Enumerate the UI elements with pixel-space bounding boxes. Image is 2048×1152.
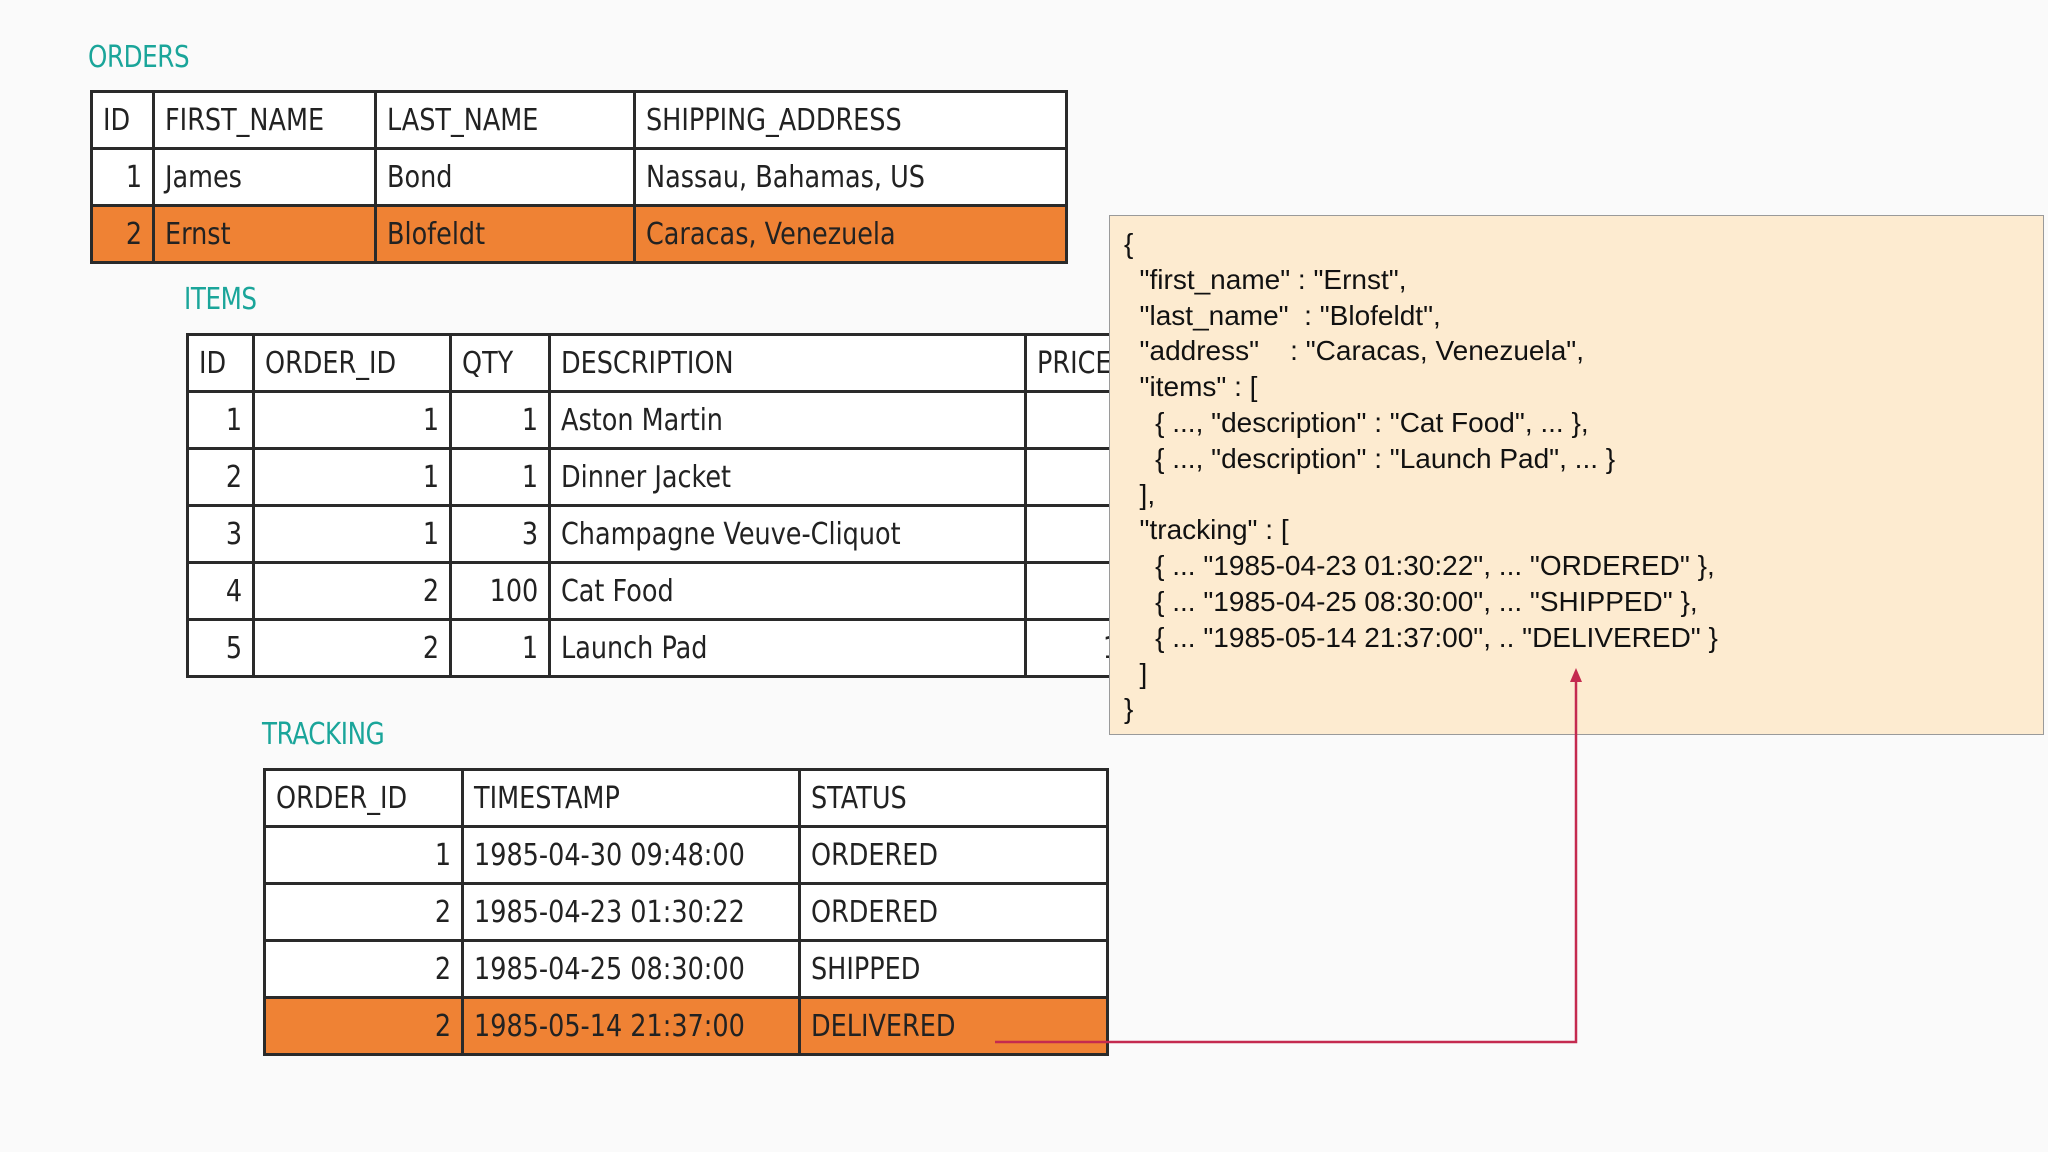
tracking-cell: ORDERED — [798, 882, 1109, 942]
items-cell: 1 — [252, 447, 452, 507]
tracking-cell: 1985-04-25 08:30:00 — [461, 939, 801, 999]
tracking-title: TRACKING — [262, 717, 385, 752]
items-cell: 1 — [252, 504, 452, 564]
json-line: } — [1124, 693, 1134, 725]
tracking-cell: ORDERED — [798, 825, 1109, 885]
items-cell: 3 — [449, 504, 551, 564]
orders-column-header: FIRST_NAME — [152, 90, 377, 150]
tracking-cell: 1985-04-23 01:30:22 — [461, 882, 801, 942]
items-cell: 2 — [252, 561, 452, 621]
items-cell: Champagne Veuve-Cliquot — [548, 504, 1027, 564]
items-cell: Launch Pad — [548, 618, 1027, 678]
items-cell: 1 — [449, 447, 551, 507]
items-cell: Dinner Jacket — [548, 447, 1027, 507]
tracking-cell: SHIPPED — [798, 939, 1109, 999]
connector-line — [995, 680, 1578, 1044]
orders-cell: 1 — [90, 147, 155, 207]
items-cell: Aston Martin — [548, 390, 1027, 450]
json-document-panel: { "first_name" : "Ernst", "last_name" : … — [1109, 215, 2044, 735]
tracking-cell: 2 — [263, 939, 464, 999]
orders-cell: James — [152, 147, 377, 207]
tracking-column-header: STATUS — [798, 768, 1109, 828]
json-line: "tracking" : [ — [1124, 514, 1289, 546]
arrowhead-icon — [1570, 668, 1582, 682]
items-cell: 1 — [449, 390, 551, 450]
items-cell: 1 — [252, 390, 452, 450]
items-cell — [1024, 561, 1110, 621]
items-cell: Cat Food — [548, 561, 1027, 621]
tracking-cell: 1985-05-14 21:37:00 — [461, 996, 801, 1056]
items-column-header: PRICE — [1024, 333, 1110, 393]
items-column-header: DESCRIPTION — [548, 333, 1027, 393]
tracking-column-header: TIMESTAMP — [461, 768, 801, 828]
json-line: { ..., "description" : "Launch Pad", ...… — [1124, 442, 1616, 474]
json-line: "last_name" : "Blofeldt", — [1124, 299, 1441, 331]
items-cell: 4 — [186, 561, 255, 621]
items-cell: 5 — [186, 618, 255, 678]
json-line: "address" : "Caracas, Venezuela", — [1124, 335, 1584, 367]
orders-cell: Caracas, Venezuela — [633, 204, 1068, 264]
tracking-cell: DELIVERED — [798, 996, 1109, 1056]
items-cell: 4 — [1024, 447, 1110, 507]
items-cell: 1 — [186, 390, 255, 450]
json-line: ] — [1124, 657, 1148, 689]
tracking-cell: 1 — [263, 825, 464, 885]
orders-cell: Nassau, Bahamas, US — [633, 147, 1068, 207]
tracking-cell: 2 — [263, 882, 464, 942]
json-line: ], — [1124, 478, 1156, 510]
orders-cell: Bond — [374, 147, 636, 207]
items-cell — [1024, 504, 1110, 564]
items-title: ITEMS — [184, 282, 257, 317]
items-cell: 120 — [1024, 390, 1110, 450]
json-line: { ..., "description" : "Cat Food", ... }… — [1124, 406, 1589, 438]
orders-cell: Ernst — [152, 204, 377, 264]
tracking-cell: 1985-04-30 09:48:00 — [461, 825, 801, 885]
items-cell: 100 — [449, 561, 551, 621]
orders-column-header: ID — [90, 90, 155, 150]
tracking-cell: 2 — [263, 996, 464, 1056]
items-cell: 1 — [449, 618, 551, 678]
orders-title: ORDERS — [88, 40, 190, 75]
orders-column-header: LAST_NAME — [374, 90, 636, 150]
items-cell: 3 — [186, 504, 255, 564]
items-cell: 1,000 — [1024, 618, 1110, 678]
items-column-header: ORDER_ID — [252, 333, 452, 393]
json-line: "items" : [ — [1124, 371, 1258, 403]
json-line: { ... "1985-04-25 08:30:00", ... "SHIPPE… — [1124, 585, 1698, 617]
tracking-column-header: ORDER_ID — [263, 768, 464, 828]
items-cell: 2 — [186, 447, 255, 507]
items-column-header: QTY — [449, 333, 551, 393]
json-line: { — [1124, 228, 1134, 259]
json-line: { ... "1985-05-14 21:37:00", .. "DELIVER… — [1124, 621, 1718, 653]
json-line: { ... "1985-04-23 01:30:22", ... "ORDERE… — [1124, 550, 1715, 582]
json-line: "first_name" : "Ernst", — [1124, 263, 1407, 295]
orders-cell: 2 — [90, 204, 155, 264]
items-column-header: ID — [186, 333, 255, 393]
orders-column-header: SHIPPING_ADDRESS — [633, 90, 1068, 150]
items-cell: 2 — [252, 618, 452, 678]
orders-cell: Blofeldt — [374, 204, 636, 264]
